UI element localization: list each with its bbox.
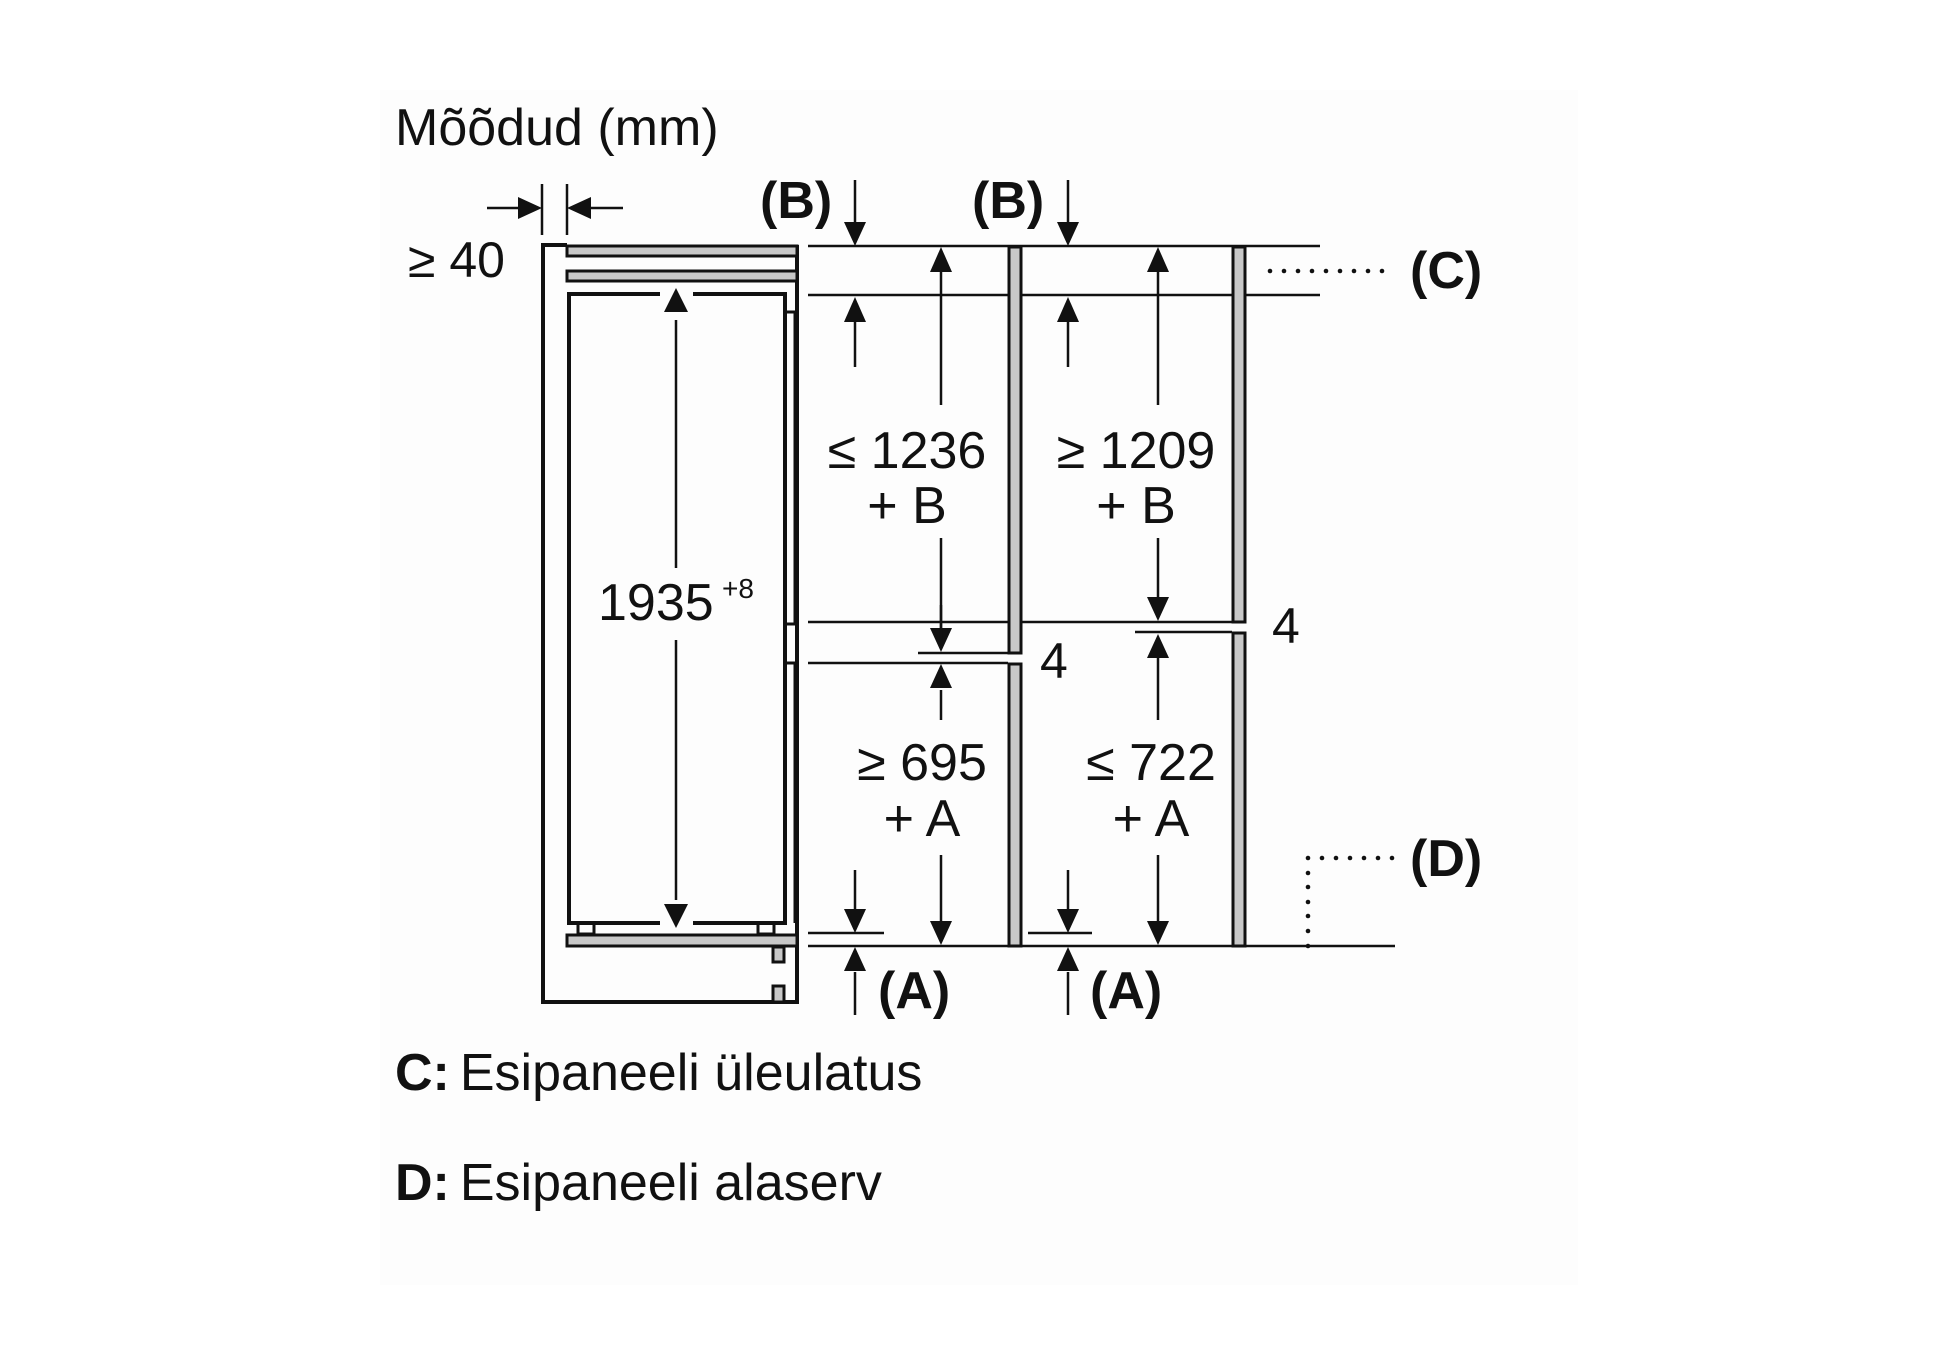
diagram-title: Mõõdud (mm): [395, 99, 719, 157]
legend-item-c: C:Esipaneeli üleulatus: [395, 1044, 922, 1102]
front-panel-lower-left: [1007, 662, 1023, 948]
arrow-down-icon: [844, 909, 866, 933]
marker-d: (D): [1410, 830, 1482, 888]
upper-shelf: [565, 269, 799, 283]
lower-left-dimension: ≥ 695: [857, 734, 987, 792]
lower-right-dimension: ≤ 722: [1086, 734, 1216, 792]
upper-right-dimension: ≥ 1209: [1057, 422, 1216, 480]
arrow-up-icon: [1057, 297, 1079, 322]
upper-left-suffix: + B: [867, 477, 947, 535]
arrow-up-icon: [930, 247, 952, 272]
front-panel-lower-right: [1231, 631, 1247, 948]
top-shelf: [565, 244, 799, 258]
arrow-down-icon: [664, 904, 688, 928]
arrow-up-icon: [930, 664, 952, 688]
marker-a-right: (A): [1090, 962, 1162, 1020]
arrow-down-icon: [844, 222, 866, 246]
gap-left-label: 4: [1040, 633, 1068, 689]
upper-left-dimension: ≤ 1236: [828, 422, 987, 480]
marker-b-right: (B): [972, 172, 1044, 230]
appliance-cabinet: [541, 243, 799, 1004]
side-gap-dimension: [487, 184, 623, 235]
side-gap-label: ≥ 40: [408, 232, 505, 288]
legend-key-d: D:: [395, 1154, 450, 1212]
arrow-right-icon: [518, 197, 542, 219]
marker-a-left: (A): [878, 962, 950, 1020]
arrow-down-icon: [1057, 909, 1079, 933]
total-height-label: 1935: [598, 574, 714, 632]
legend-item-d: D:Esipaneeli alaserv: [395, 1154, 882, 1212]
arrow-up-icon: [844, 947, 866, 971]
arrow-up-icon: [1147, 634, 1169, 658]
arrow-up-icon: [664, 288, 688, 312]
total-height-arrow: [664, 288, 688, 928]
legend: C:Esipaneeli üleulatus D:Esipaneeli alas…: [395, 1044, 922, 1212]
legend-key-c: C:: [395, 1044, 450, 1102]
total-height-tolerance: +8: [722, 573, 754, 604]
arrow-down-icon: [1057, 222, 1079, 246]
marker-c: (C): [1410, 242, 1482, 300]
c-dotted-leader: [1267, 268, 1385, 274]
gap-right-label: 4: [1272, 598, 1300, 654]
arrow-left-icon: [567, 197, 591, 219]
upper-right-suffix: + B: [1096, 477, 1176, 535]
diagram-background: [380, 90, 1578, 1285]
lower-right-suffix: + A: [1113, 790, 1190, 848]
arrow-up-icon: [844, 297, 866, 322]
legend-text-c: Esipaneeli üleulatus: [460, 1044, 923, 1102]
front-panel-upper-right: [1231, 245, 1247, 624]
d-dotted-leader: [1305, 855, 1395, 949]
arrow-down-icon: [930, 921, 952, 945]
arrow-down-icon: [1147, 597, 1169, 621]
arrow-up-icon: [1057, 947, 1079, 971]
lower-left-suffix: + A: [884, 790, 961, 848]
front-panel-upper-left: [1007, 245, 1023, 655]
arrow-up-icon: [1147, 247, 1169, 272]
legend-text-d: Esipaneeli alaserv: [460, 1154, 882, 1212]
arrow-down-icon: [1147, 921, 1169, 945]
bottom-shelf: [565, 933, 799, 948]
marker-b-left: (B): [760, 172, 832, 230]
